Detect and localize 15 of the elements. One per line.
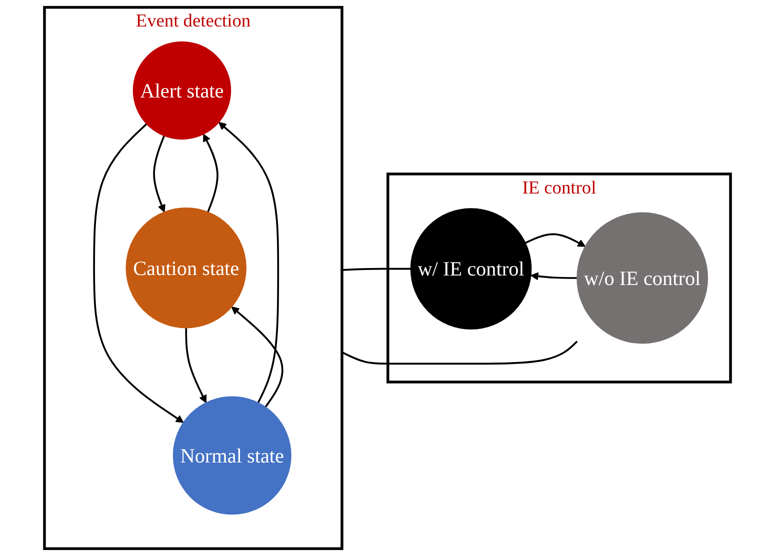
connector [342, 340, 578, 365]
arrow [93, 123, 184, 423]
arrow [231, 306, 284, 408]
node-circle: Normal state [172, 396, 292, 515]
node-circle: Caution state [126, 208, 246, 328]
arrow [524, 233, 586, 247]
arrow [203, 134, 218, 212]
arrow [530, 272, 578, 280]
arrow [153, 135, 166, 212]
connector [342, 268, 411, 271]
arrow [218, 122, 280, 404]
node-circle: Alert state [132, 41, 232, 140]
node-circle: w/ IE control [410, 208, 532, 330]
node-circle: w/o IE control [576, 212, 708, 344]
arrow [185, 328, 206, 404]
